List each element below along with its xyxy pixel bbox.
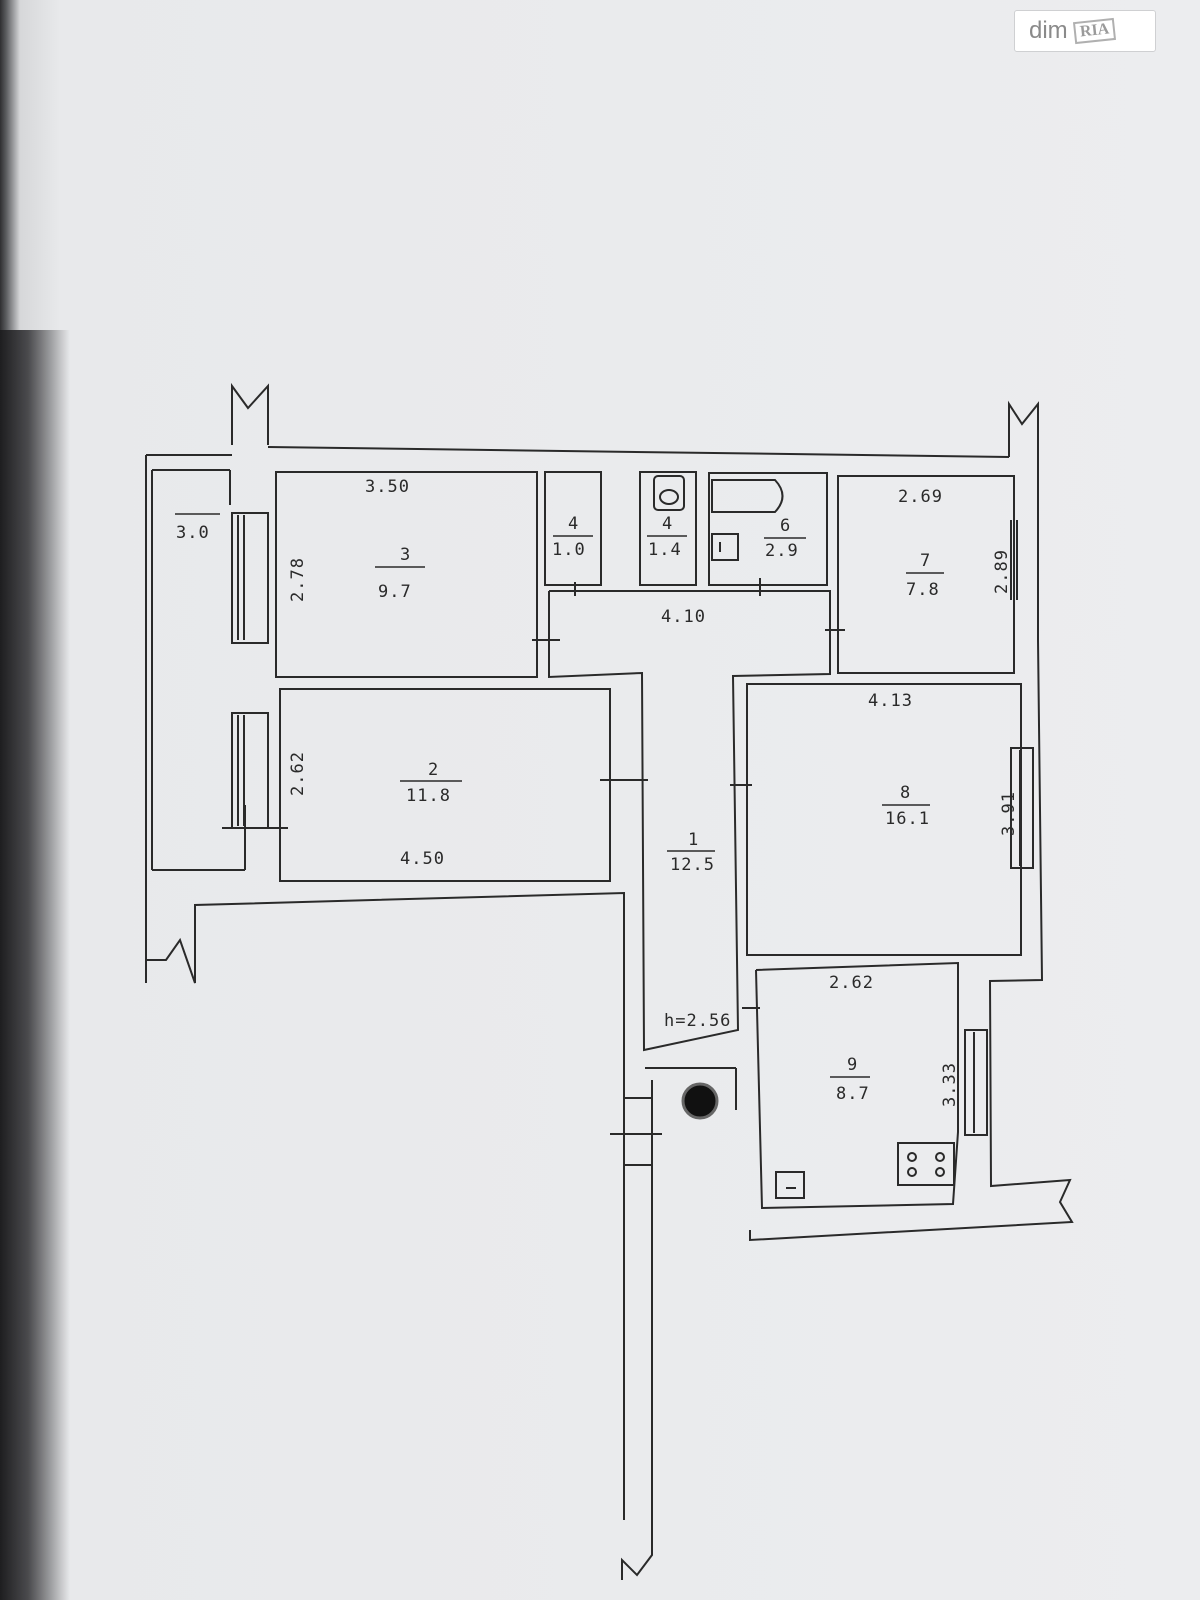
dim-corridor-width: 4.10 xyxy=(661,607,706,627)
corridor-outline xyxy=(548,590,831,1052)
room-4b-number: 4 xyxy=(662,514,673,534)
room-3-area: 9.7 xyxy=(378,582,412,602)
dim-room3-height: 2.78 xyxy=(288,557,308,602)
room-1-area: 12.5 xyxy=(670,855,715,875)
dim-room8-height: 3.91 xyxy=(999,791,1019,836)
room-2-outline xyxy=(279,688,611,882)
room-2-number: 2 xyxy=(428,760,439,780)
dim-room8-width: 4.13 xyxy=(868,691,913,711)
room-7-number: 7 xyxy=(920,551,931,571)
dim-room2-height: 2.62 xyxy=(288,751,308,796)
room-1-number: 1 xyxy=(688,830,699,850)
walls xyxy=(145,382,1074,1580)
balcony-area: 3.0 xyxy=(176,523,210,543)
room-7-area: 7.8 xyxy=(906,580,940,600)
watermark-ria: RIA xyxy=(1072,17,1117,45)
room-4b-area: 1.4 xyxy=(648,540,682,560)
room-9-area: 8.7 xyxy=(836,1084,870,1104)
dim-ria-watermark: dim RIA xyxy=(1014,10,1156,52)
room-labels: 3.0 3 9.7 4 1.0 4 1.4 6 2.9 7 7.8 2 11.8… xyxy=(175,513,944,1104)
room-9-number: 9 xyxy=(847,1055,858,1075)
room-6-outline xyxy=(708,472,828,586)
room-4b-outline xyxy=(639,471,697,586)
dim-room9-width: 2.62 xyxy=(829,973,874,993)
kitchen-sink-icon xyxy=(775,1171,805,1199)
dimension-labels: 3.50 2.78 4.10 2.69 2.89 4.13 3.91 2.62 … xyxy=(288,477,1019,1107)
room-8-area: 16.1 xyxy=(885,809,930,829)
break-mark-top-left xyxy=(231,382,269,445)
dim-room9-height: 3.33 xyxy=(940,1062,960,1107)
room-6-area: 2.9 xyxy=(765,541,799,561)
dim-room2-width: 4.50 xyxy=(400,849,445,869)
fixtures xyxy=(653,475,955,1199)
dim-room7-width: 2.69 xyxy=(898,487,943,507)
break-mark-top-right xyxy=(1008,400,1039,470)
watermark-brand: dim xyxy=(1029,17,1068,44)
ceiling-height: h=2.56 xyxy=(664,1011,731,1031)
stove-icon xyxy=(897,1142,955,1186)
room-3-outline xyxy=(275,471,538,678)
sink-icon xyxy=(711,533,739,561)
room-4a-area: 1.0 xyxy=(552,540,586,560)
dim-room7-height: 2.89 xyxy=(992,549,1012,594)
room-3-number: 3 xyxy=(400,545,411,565)
outer-wall-right xyxy=(749,555,1074,1242)
dim-room3-width: 3.50 xyxy=(365,477,410,497)
bathtub-icon xyxy=(711,479,784,513)
toilet-icon xyxy=(653,475,685,511)
room-9-outline xyxy=(755,961,959,1210)
room-8-outline xyxy=(746,683,1022,956)
ventilation-shaft-icon xyxy=(681,1082,719,1120)
room-4a-outline xyxy=(544,471,602,586)
room-2-area: 11.8 xyxy=(406,786,451,806)
room-7-outline xyxy=(837,475,1015,674)
room-6-number: 6 xyxy=(780,516,791,536)
room-8-number: 8 xyxy=(900,783,911,803)
photo-shadow xyxy=(0,330,70,1600)
room-4a-number: 4 xyxy=(568,514,579,534)
